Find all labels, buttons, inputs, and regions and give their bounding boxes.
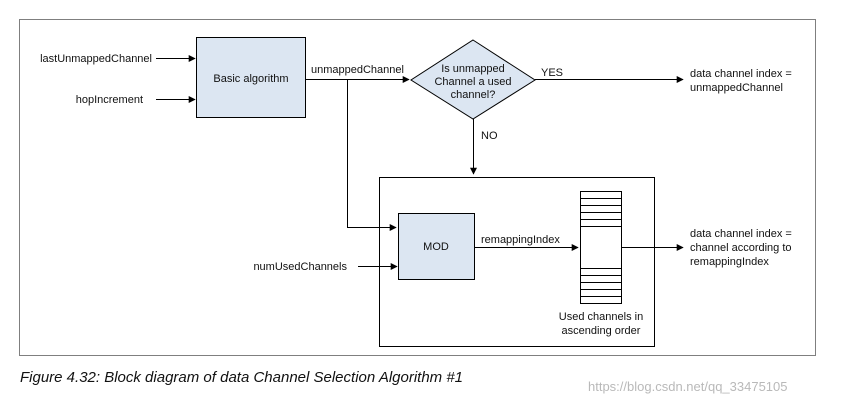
diagram-frame [19, 19, 816, 356]
table-caption-line-2: ascending order [562, 325, 641, 337]
signal-unmapped: unmappedChannel [311, 64, 404, 76]
basic-algorithm-label: Basic algorithm [213, 73, 288, 85]
output-top-line-2: unmappedChannel [690, 82, 783, 94]
branch-yes-label: YES [541, 67, 563, 79]
mod-block [398, 213, 475, 280]
table-caption-line-1: Used channels in [559, 311, 643, 323]
decision-line-3: channel? [451, 89, 496, 101]
mod-label: MOD [423, 241, 449, 253]
input-num-used: numUsedChannels [253, 261, 347, 273]
basic-algorithm-block [196, 37, 306, 118]
output-top-line-1: data channel index = [690, 68, 792, 80]
output-bottom-line-1: data channel index = [690, 228, 792, 240]
output-bottom-line-2: channel according to [690, 242, 792, 254]
input-last-unmapped: lastUnmappedChannel [40, 53, 152, 65]
used-channels-table [580, 191, 622, 304]
watermark: https://blog.csdn.net/qq_33475105 [588, 379, 788, 394]
signal-remapping: remappingIndex [481, 234, 560, 246]
decision-line-1: Is unmapped [441, 63, 505, 75]
remap-container [379, 177, 655, 347]
branch-no-label: NO [481, 130, 498, 142]
arrow-unmapped-to-mod [347, 80, 397, 231]
decision-line-2: Channel a used [434, 76, 511, 88]
input-hop-increment: hopIncrement [76, 94, 143, 106]
output-bottom-line-3: remappingIndex [690, 256, 769, 268]
figure-caption: Figure 4.32: Block diagram of data Chann… [20, 369, 464, 386]
